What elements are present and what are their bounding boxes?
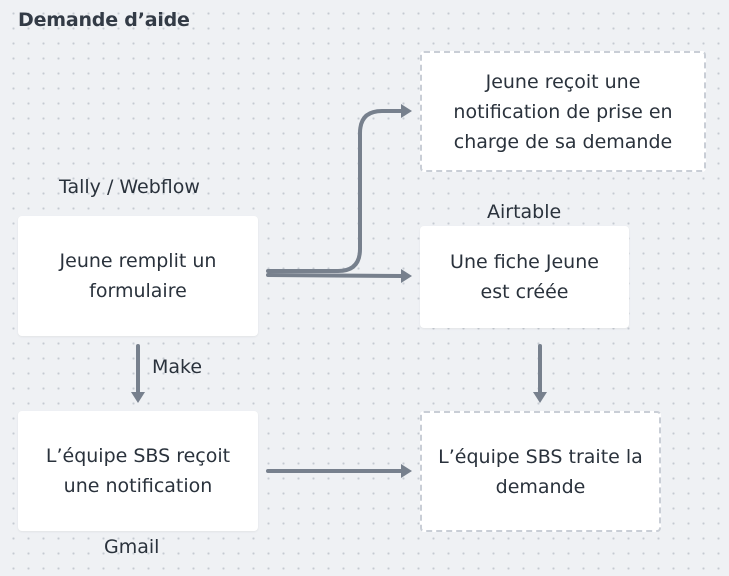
arrowhead-notification <box>401 104 412 118</box>
node-label: Jeune reçoit une notification de prise e… <box>453 70 673 153</box>
label-make: Make <box>152 356 203 378</box>
node-fiche-jeune-creee[interactable]: Une fiche Jeune est créée <box>420 226 629 328</box>
connector-form-to-notification <box>266 109 404 273</box>
node-jeune-recoit-notification[interactable]: Jeune reçoit une notification de prise e… <box>420 51 706 172</box>
frame-title: Demande d’aide <box>18 9 190 31</box>
connector-form-to-fiche <box>266 273 404 278</box>
arrowhead-fiche <box>401 269 412 283</box>
label-tally-webflow: Tally / Webflow <box>59 176 200 198</box>
node-equipe-recoit-notification[interactable]: L’équipe SBS reçoit une notification <box>18 411 258 531</box>
arrowhead-equipe-notif <box>131 392 145 403</box>
node-label: L’équipe SBS reçoit une notification <box>45 445 231 497</box>
node-label: L’équipe SBS traite la demande <box>438 445 643 498</box>
node-jeune-remplit-formulaire[interactable]: Jeune remplit un formulaire <box>18 216 258 336</box>
arrowhead-traite-right <box>401 464 412 478</box>
arrowhead-traite-down <box>533 392 547 403</box>
node-equipe-traite-demande[interactable]: L’équipe SBS traite la demande <box>420 411 661 532</box>
node-label: Jeune remplit un formulaire <box>59 250 217 302</box>
node-label: Une fiche Jeune est créée <box>450 251 599 303</box>
label-gmail: Gmail <box>104 536 160 558</box>
label-airtable: Airtable <box>487 201 562 223</box>
